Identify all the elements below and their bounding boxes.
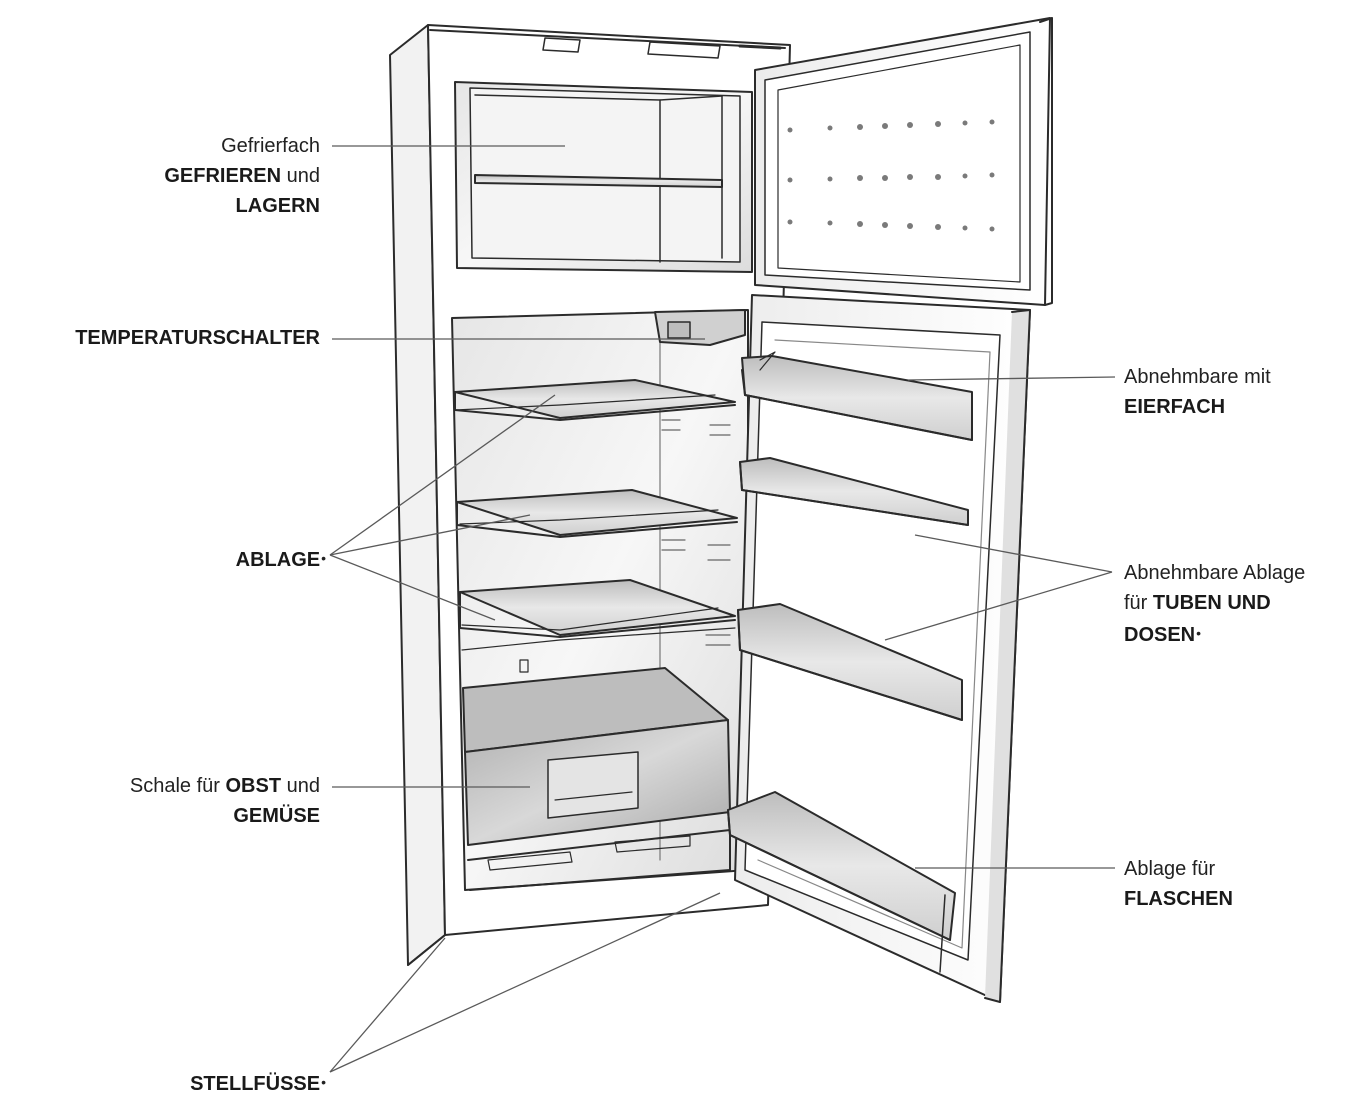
leader-egg-tray: [907, 376, 1116, 381]
shelf-middle: [456, 489, 738, 538]
label-door-shelf: Abnehmbare Ablage für TUBEN UND DOSEN•: [1124, 558, 1305, 650]
label-door-shelf-bold: TUBEN UND: [1152, 592, 1271, 614]
label-feet-bullet: •: [321, 1074, 326, 1090]
label-door-shelf-bullet: •: [1196, 625, 1202, 641]
label-door-shelf-line3: DOSEN•: [1124, 618, 1305, 650]
label-crisper: Schale für OBST und GEMÜSE: [0, 771, 320, 831]
label-egg-tray-line1: Abnehmbare mit: [1124, 366, 1271, 388]
label-bottles-line2: FLASCHEN: [1124, 884, 1233, 914]
label-freezer-bold2: LAGERN: [235, 195, 320, 217]
label-shelves: ABLAGE•: [0, 543, 326, 575]
label-door-shelf-line1: Abnehmbare Ablage: [1124, 562, 1306, 584]
leader-lines: [329, 145, 1116, 1073]
freezer-compartment: [454, 81, 753, 273]
label-freezer-line3: LAGERN: [0, 191, 320, 221]
label-crisper-bold: OBST: [225, 775, 282, 797]
label-door-shelf-pre: für: [1124, 592, 1153, 614]
leader-door-shelf-lower: [884, 571, 1113, 641]
door-bin-tubes-cans: [739, 457, 969, 526]
label-feet-text: STELLFÜSSE: [190, 1073, 321, 1095]
door-bin-egg-tray: [741, 351, 973, 441]
leader-foot-left: [329, 937, 446, 1073]
door-bin-middle: [737, 603, 963, 721]
label-egg-tray-bold: EIERFACH: [1124, 396, 1226, 418]
label-bottles-line1: Ablage für: [1124, 858, 1216, 880]
label-shelves-bullet: •: [321, 550, 326, 566]
label-egg-tray: Abnehmbare mit EIERFACH: [1124, 362, 1271, 422]
label-crisper-rest: und: [281, 775, 320, 797]
label-thermostat: TEMPERATURSCHALTER: [0, 323, 320, 353]
label-egg-tray-line2: EIERFACH: [1124, 392, 1271, 422]
label-crisper-pre: Schale für: [129, 775, 226, 797]
label-freezer-bold: GEFRIEREN: [164, 165, 282, 187]
label-freezer-line2: GEFRIEREN und: [0, 161, 320, 191]
door-bin-bottles: [727, 791, 956, 973]
label-shelves-text: ABLAGE: [235, 549, 321, 571]
label-crisper-line2: GEMÜSE: [0, 801, 320, 831]
leader-door-shelf-upper: [914, 534, 1113, 573]
label-thermostat-text: TEMPERATURSCHALTER: [75, 327, 320, 349]
label-crisper-bold2: GEMÜSE: [233, 805, 320, 827]
label-door-shelf-bold2: DOSEN: [1124, 624, 1196, 646]
thermostat-housing: [654, 309, 746, 346]
label-crisper-line1: Schale für OBST und: [0, 771, 320, 801]
leader-foot-right: [329, 892, 721, 1073]
label-freezer-rest: und: [281, 165, 320, 187]
shelf-top: [454, 379, 736, 421]
label-freezer-line1: Gefrierfach: [221, 135, 320, 157]
leader-shelf-bottom: [329, 554, 496, 621]
shelf-bottom: [459, 579, 736, 673]
freezer-door: [754, 17, 1053, 306]
label-freezer: Gefrierfach GEFRIEREN und LAGERN: [0, 131, 320, 221]
label-door-shelf-line2: für TUBEN UND: [1124, 588, 1305, 618]
label-bottles-bold: FLASCHEN: [1124, 888, 1233, 910]
leader-shelf-middle: [329, 514, 531, 556]
label-feet: STELLFÜSSE•: [0, 1067, 326, 1099]
label-bottles: Ablage für FLASCHEN: [1124, 854, 1233, 914]
leader-shelf-top: [329, 394, 556, 556]
